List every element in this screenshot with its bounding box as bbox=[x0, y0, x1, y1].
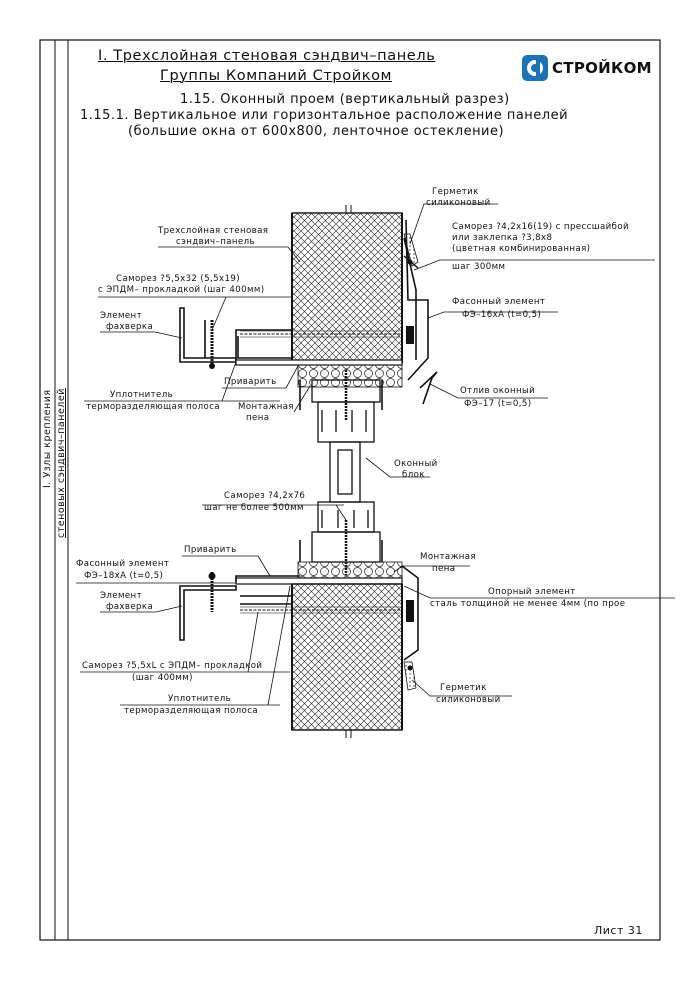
subsection-line1: 1.15.1. Вертикальное или горизонтальное … bbox=[80, 108, 569, 123]
section-heading: 1.15. Оконный проем (вертикальный разрез… bbox=[180, 92, 510, 107]
upper-fakhverk-angle bbox=[179, 307, 292, 363]
label-privarit-top: Приварить bbox=[224, 377, 277, 387]
label-samorez-bottom-2: (шаг 400мм) bbox=[132, 673, 193, 683]
label-samorez-left-1: Саморез ?5,5х32 (5,5х19) bbox=[116, 274, 241, 284]
label-pena-bottom-2: пена bbox=[432, 564, 456, 574]
label-pena-bottom-1: Монтажная bbox=[420, 552, 476, 562]
label-germetik-top-2: силиконовый bbox=[426, 198, 491, 208]
label-fakh-bottom-1: Элемент bbox=[100, 591, 142, 601]
label-opor-2: сталь толщиной не менее 4мм (по прое bbox=[430, 599, 626, 609]
lower-sandwich-panel bbox=[291, 583, 403, 738]
title-line1: I. Трехслойная стеновая сэндвич–панель bbox=[98, 48, 436, 64]
label-okon-2: блок bbox=[402, 470, 425, 480]
label-privarit-bottom: Приварить bbox=[184, 545, 237, 555]
label-pena-top-2: пена bbox=[246, 413, 270, 423]
label-okon-1: Оконный bbox=[394, 459, 438, 469]
label-fakh-bottom-2: фахверка bbox=[106, 602, 154, 612]
lower-support-strip bbox=[235, 577, 403, 585]
fastener-plate-top bbox=[406, 326, 414, 344]
label-fason18-2: ФЭ–18хА (t=0,5) bbox=[84, 571, 164, 581]
label-uplot-top-1: Уплотнитель bbox=[110, 390, 174, 400]
label-fason16-1: Фасонный элемент bbox=[452, 297, 546, 307]
germetik-bottom bbox=[403, 661, 417, 691]
title-line2: Группы Компаний Стройком bbox=[160, 68, 393, 84]
upper-support-strip bbox=[235, 359, 403, 366]
stroykom-logo-icon bbox=[522, 55, 548, 81]
label-samorez-mid-1: Саморез ?4,2х76 bbox=[224, 491, 306, 501]
germetik-top bbox=[403, 233, 419, 267]
label-samorez-bottom-1: Саморез ?5,5хL с ЭПДМ– прокладкой bbox=[82, 661, 263, 671]
label-opor-1: Опорный элемент bbox=[488, 587, 576, 597]
label-panel-2: сэндвич–панель bbox=[176, 237, 255, 247]
label-uplot-bottom-1: Уплотнитель bbox=[168, 694, 232, 704]
label-germetik-bottom-2: силиконовый bbox=[436, 695, 501, 705]
label-samorez-right-1: Саморез ?4,2х16(19) с прессшайбой bbox=[452, 222, 629, 232]
label-panel-1: Трехслойная стеновая bbox=[158, 226, 269, 236]
outer-frame bbox=[39, 39, 661, 941]
label-otliv-1: Отлив оконный bbox=[460, 386, 536, 396]
label-samorez-right-2: или заклепка ?3,8х8 bbox=[452, 233, 553, 243]
label-samorez-right-4: шаг 300мм bbox=[452, 262, 506, 272]
label-samorez-right-3: (цветная комбинированная) bbox=[452, 244, 591, 254]
label-samorez-left-2: с ЭПДМ– прокладкой (шаг 400мм) bbox=[98, 285, 265, 295]
side-tab-line2: стеновых сэндвич–панелей bbox=[56, 388, 67, 538]
label-fason18-1: Фасонный элемент bbox=[76, 559, 170, 569]
label-germetik-bottom-1: Герметик bbox=[440, 683, 487, 693]
sheet-number: Лист 31 bbox=[594, 924, 643, 937]
lower-fakhverk-angle bbox=[179, 585, 292, 641]
upper-flashing-fe16 bbox=[403, 219, 438, 405]
label-pena-top-1: Монтажная bbox=[238, 402, 294, 412]
leader-lines bbox=[76, 203, 675, 706]
label-uplot-bottom-2: терморазделяющая полоса bbox=[124, 706, 258, 716]
subsection-line2: (большие окна от 600х800, ленточное осте… bbox=[128, 124, 505, 139]
upper-sandwich-panel bbox=[291, 205, 403, 364]
label-uplot-top-2: терморазделяющая полоса bbox=[86, 402, 220, 412]
logo: СТРОЙКОМ bbox=[522, 54, 652, 82]
label-samorez-mid-2: шаг не более 500мм bbox=[204, 503, 304, 513]
label-fakh-top-2: фахверка bbox=[106, 322, 154, 332]
label-germetik-top-1: Герметик bbox=[432, 187, 479, 197]
label-fakh-top-1: Элемент bbox=[100, 311, 142, 321]
foam-upper bbox=[297, 364, 403, 388]
label-fason16-2: ФЭ–16хА (t=0,5) bbox=[462, 310, 542, 320]
logo-text: СТРОЙКОМ bbox=[552, 59, 652, 77]
label-otliv-2: ФЭ–17 (t=0,5) bbox=[464, 399, 532, 409]
side-tab-line1: I. Узлы крепления bbox=[42, 389, 53, 488]
lower-flashing-fe18 bbox=[235, 565, 419, 661]
fastener-plate-bottom bbox=[406, 600, 414, 622]
